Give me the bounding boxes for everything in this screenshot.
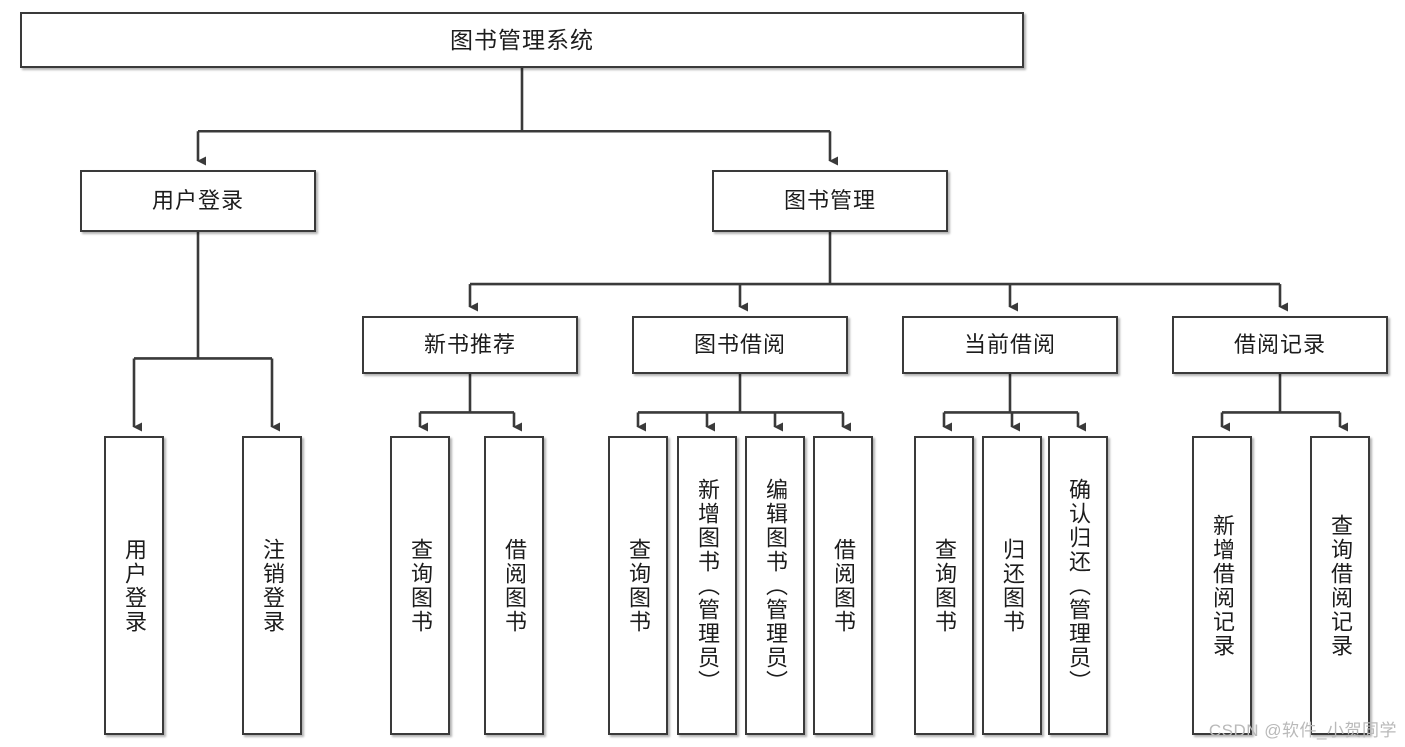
node-label-leaf-query-2: 查询图书: [626, 537, 651, 634]
node-label-new-book-rec: 新书推荐: [423, 332, 516, 358]
node-label-leaf-query-3: 查询图书: [932, 537, 957, 634]
node-leaf-borrow-2[interactable]: 借阅图书: [813, 436, 873, 735]
node-label-borrow-record: 借阅记录: [1233, 332, 1326, 358]
node-label-leaf-qry-record: 查询借阅记录: [1328, 513, 1353, 658]
node-label-root: 图书管理系统: [450, 26, 594, 53]
node-label-user-login: 用户登录: [151, 188, 244, 214]
node-label-leaf-add-record: 新增借阅记录: [1210, 513, 1235, 658]
node-label-leaf-add-book: 新增图书（管理员）: [695, 477, 720, 694]
node-label-leaf-user-login: 用户登录: [122, 537, 147, 634]
node-leaf-qry-record[interactable]: 查询借阅记录: [1310, 436, 1370, 735]
node-leaf-edit-book[interactable]: 编辑图书（管理员）: [745, 436, 805, 735]
node-book-borrow[interactable]: 图书借阅: [632, 316, 848, 374]
node-leaf-query-1[interactable]: 查询图书: [390, 436, 450, 735]
node-label-leaf-logout: 注销登录: [260, 537, 285, 634]
node-label-leaf-confirm: 确认归还（管理员）: [1066, 477, 1091, 694]
node-label-leaf-borrow-1: 借阅图书: [502, 537, 527, 634]
node-new-book-rec[interactable]: 新书推荐: [362, 316, 578, 374]
node-label-leaf-return: 归还图书: [1000, 537, 1025, 634]
node-leaf-user-login[interactable]: 用户登录: [104, 436, 164, 735]
node-leaf-query-2[interactable]: 查询图书: [608, 436, 668, 735]
node-leaf-add-record[interactable]: 新增借阅记录: [1192, 436, 1252, 735]
node-leaf-return[interactable]: 归还图书: [982, 436, 1042, 735]
node-user-login[interactable]: 用户登录: [80, 170, 316, 232]
node-book-manage[interactable]: 图书管理: [712, 170, 948, 232]
node-leaf-borrow-1[interactable]: 借阅图书: [484, 436, 544, 735]
node-label-book-manage: 图书管理: [783, 188, 876, 214]
node-root[interactable]: 图书管理系统: [20, 12, 1024, 68]
node-label-current-borrow: 当前借阅: [963, 332, 1056, 358]
node-leaf-add-book[interactable]: 新增图书（管理员）: [677, 436, 737, 735]
node-leaf-logout[interactable]: 注销登录: [242, 436, 302, 735]
node-label-leaf-query-1: 查询图书: [408, 537, 433, 634]
node-label-leaf-borrow-2: 借阅图书: [831, 537, 856, 634]
node-label-book-borrow: 图书借阅: [693, 332, 786, 358]
node-leaf-confirm[interactable]: 确认归还（管理员）: [1048, 436, 1108, 735]
node-borrow-record[interactable]: 借阅记录: [1172, 316, 1388, 374]
node-label-leaf-edit-book: 编辑图书（管理员）: [763, 477, 788, 694]
node-current-borrow[interactable]: 当前借阅: [902, 316, 1118, 374]
node-leaf-query-3[interactable]: 查询图书: [914, 436, 974, 735]
